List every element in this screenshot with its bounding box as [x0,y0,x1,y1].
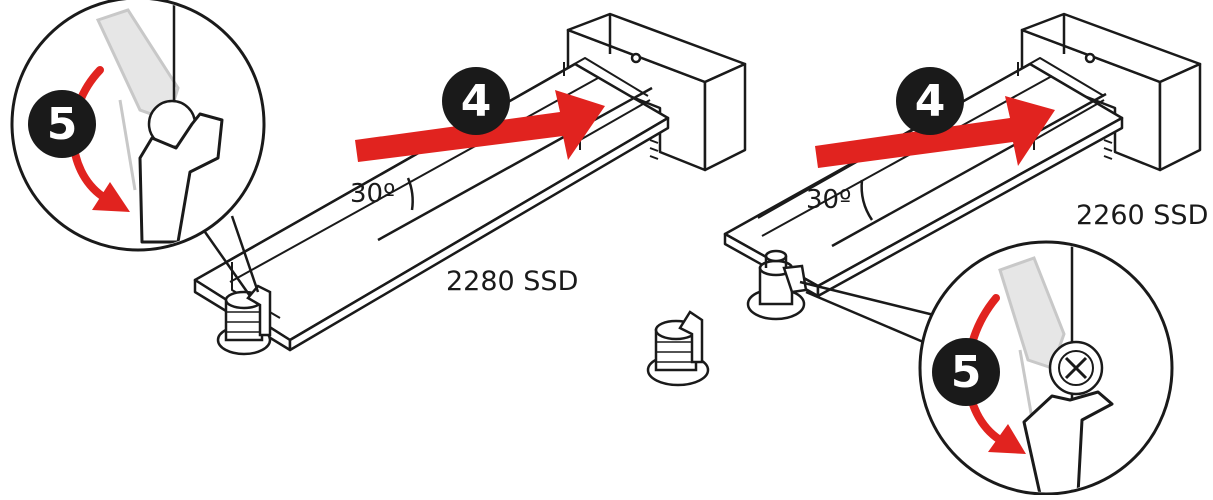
step-badge-5-right: 5 [932,338,1000,406]
left-panel: 30º 4 2280 SSD [10,0,747,356]
standoff-icon [216,284,272,356]
right-panel: 30º 4 2260 SSD [723,12,1208,496]
svg-text:4: 4 [461,76,492,127]
zoom-callout-lines-left [203,215,260,297]
svg-text:4: 4 [915,76,946,127]
standoff-screw-icon [746,249,808,321]
m2-connector-right [1020,12,1202,172]
angle-label-left: 30º [350,179,395,209]
latch-zoom-circle-left: 5 [10,0,266,252]
ez-latch-icon [1022,390,1114,492]
angle-guide-right [831,92,1107,248]
cross-mark-icon [1048,340,1104,396]
svg-text:5: 5 [47,99,78,150]
latch-zoom-circle-right: 5 [918,240,1174,496]
spare-standoff-icon [646,310,710,387]
ssd-label-2280: 2280 SSD [446,266,578,297]
angle-label-right: 30º [806,185,851,215]
angle-guide-left [377,86,653,242]
step-badge-4-right: 4 [896,67,964,135]
zoom-callout-lines-right [799,280,939,346]
m2-connector-left [566,12,747,172]
step-badge-4-left: 4 [442,67,510,135]
ssd-label-2260: 2260 SSD [1076,200,1208,231]
svg-text:5: 5 [951,347,982,398]
step-badge-5-left: 5 [28,90,96,158]
ez-latch-icon [138,112,224,244]
